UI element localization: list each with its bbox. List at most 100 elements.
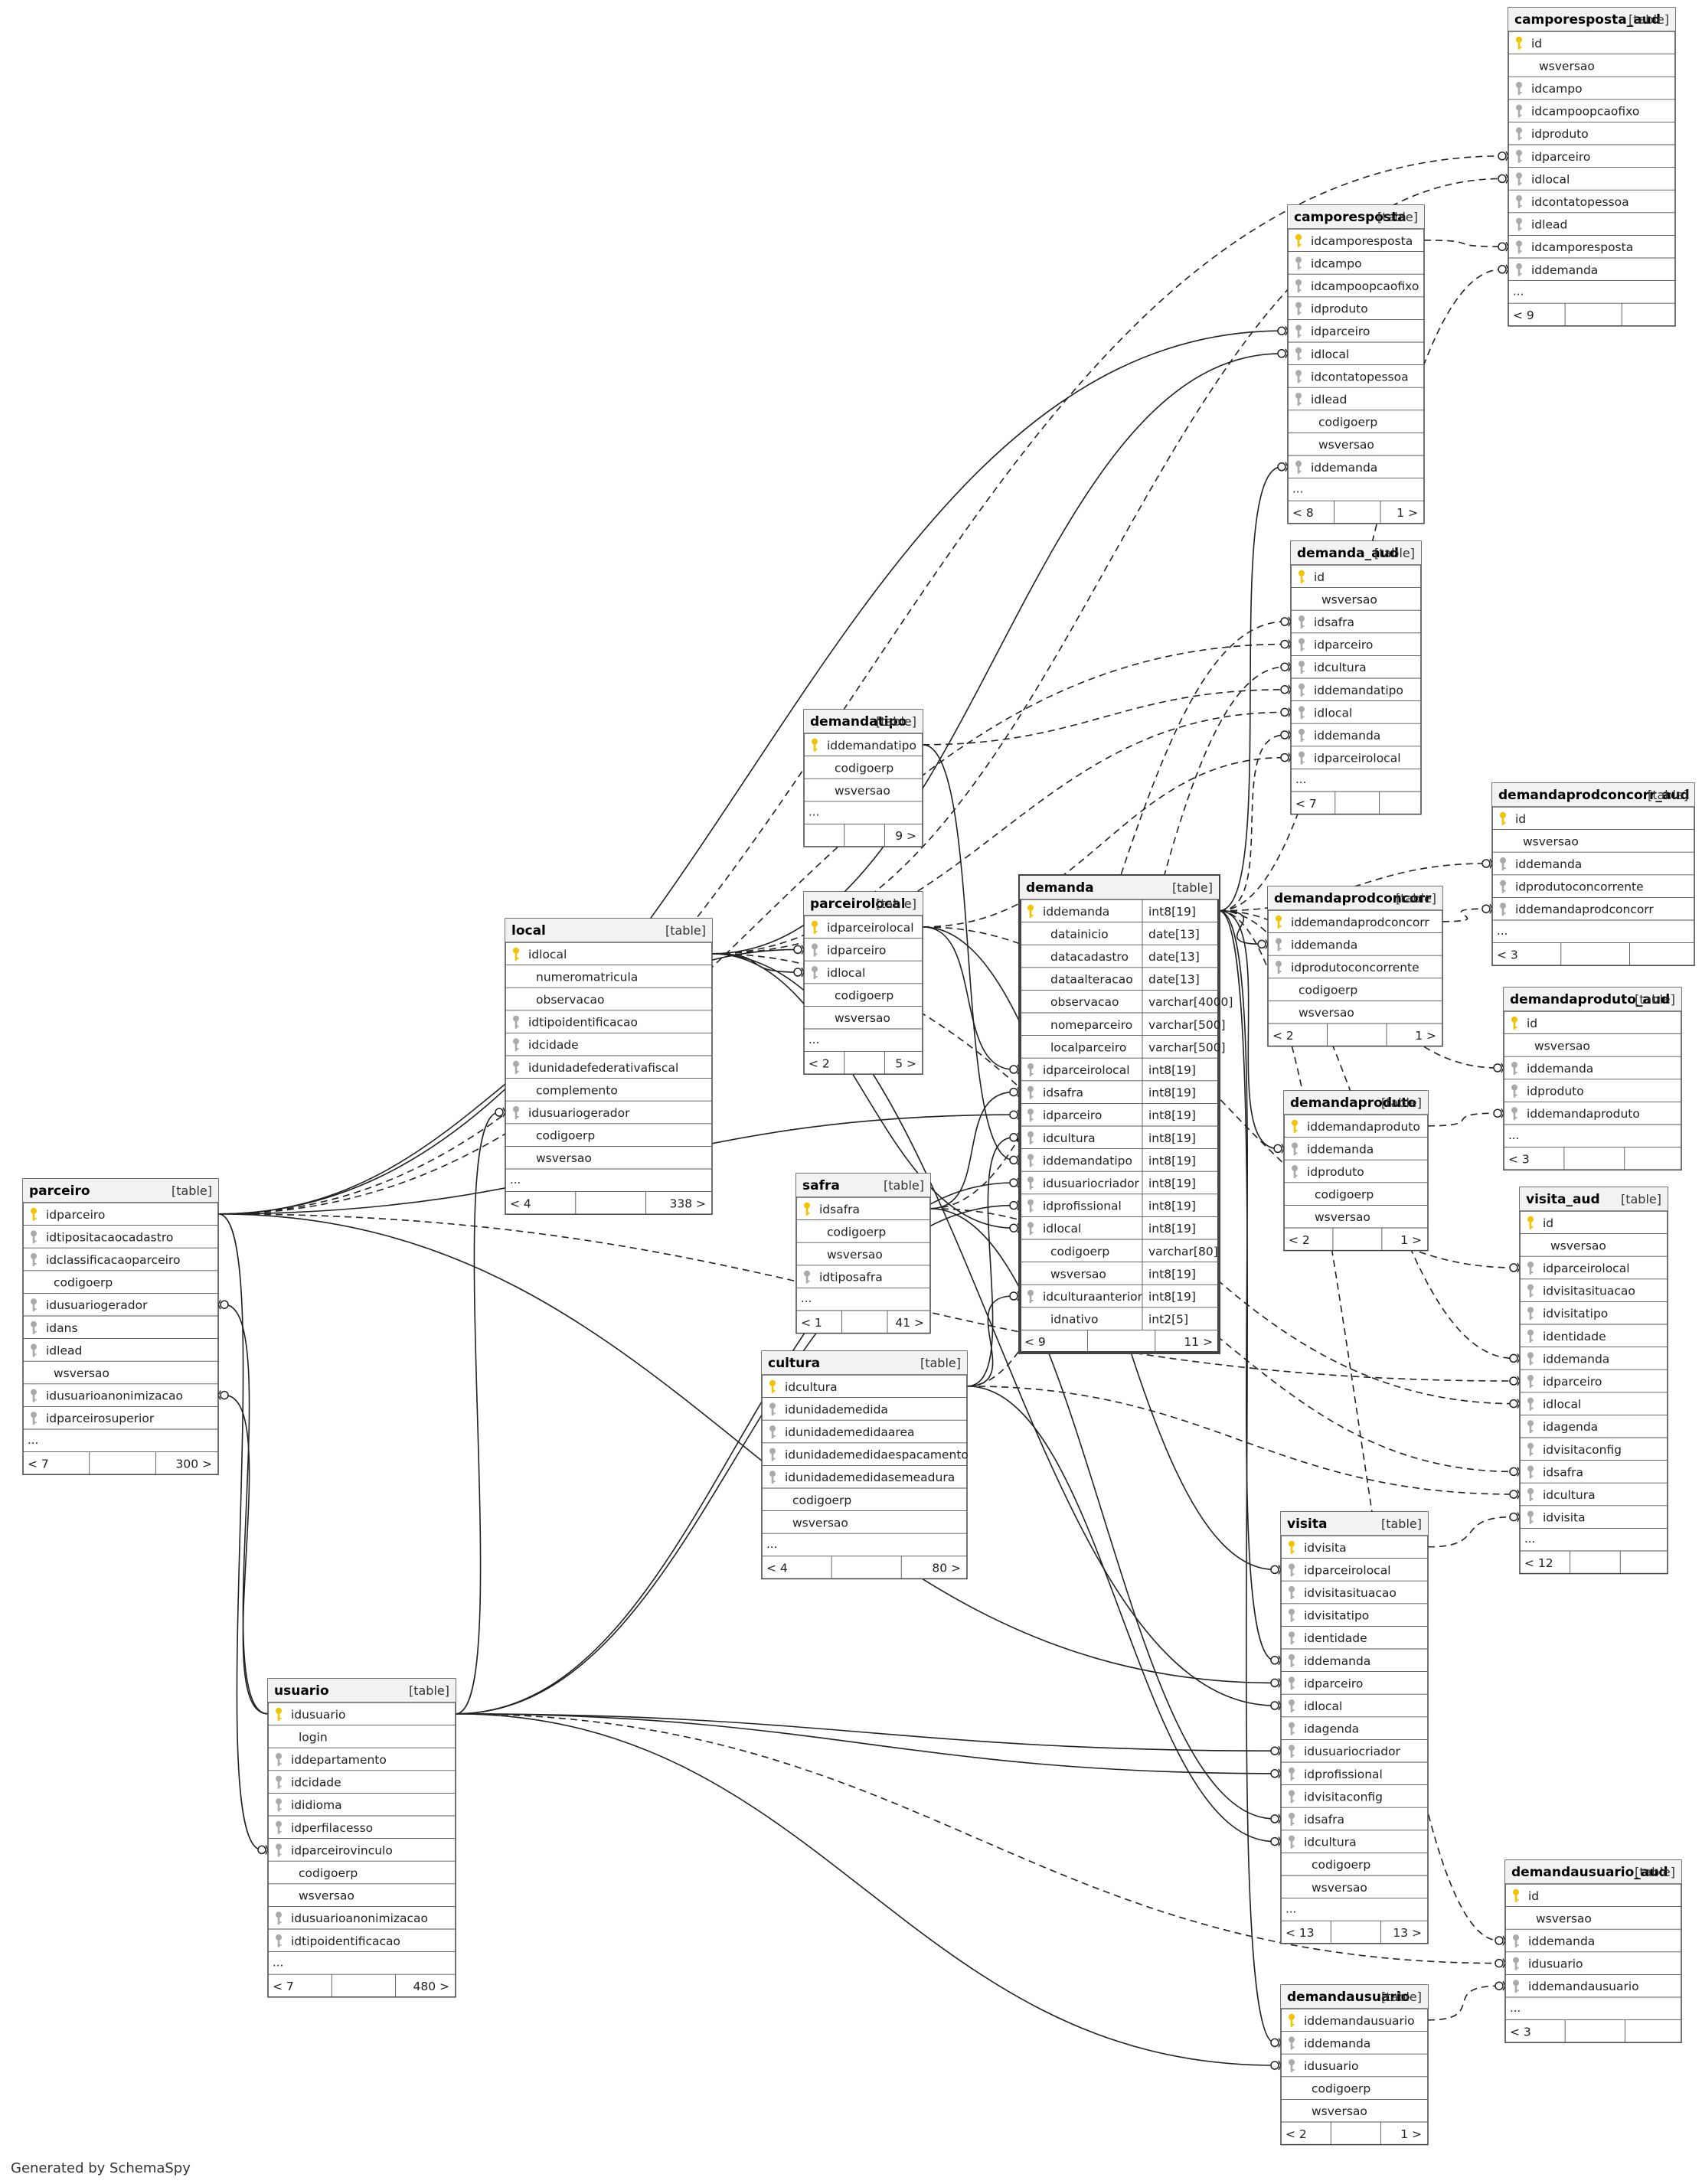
column-row[interactable]: wsversao [1536,1911,1592,1925]
column-row[interactable]: idproduto [1295,302,1368,316]
column-row[interactable]: idlocal [812,966,865,980]
column-row[interactable]: idtipoidentificacao [513,1015,638,1030]
column-row[interactable]: idcidade [513,1038,579,1052]
column-row[interactable]: idlocal [1295,347,1349,361]
column-row[interactable]: idusuario [1289,2059,1359,2073]
column-row[interactable]: idusuarioanonimizacao [31,1389,183,1403]
column-row[interactable]: iddemanda [1500,857,1582,871]
column-row[interactable]: idcultura [1289,1835,1357,1849]
column-row[interactable]: codigoerp [827,1225,886,1239]
column-row[interactable]: idclassificacaoparceiro [31,1253,180,1267]
column-row[interactable]: idagenda [1289,1722,1359,1736]
column-row[interactable]: codigoerp [536,1129,595,1143]
column-row[interactable]: idcontatopessoa [1295,370,1409,384]
column-row[interactable]: idlead [1295,393,1347,406]
column-row[interactable]: idparceirosuperior [31,1412,155,1425]
column-row[interactable]: idproduto [1511,1084,1584,1099]
column-row[interactable]: idparceiro [1299,638,1373,652]
column-row[interactable]: iddemanda [1516,263,1598,277]
table-local[interactable]: local[table]idlocalnumeromatriculaobserv… [505,918,713,1215]
column-row[interactable]: idusuario [1513,1957,1583,1971]
column-row[interactable]: codigoerp [1312,2082,1370,2096]
column-row[interactable]: idparceirolocal [1527,1262,1630,1275]
column-row[interactable]: id [1299,570,1325,584]
column-row[interactable]: codigoerp [299,1866,358,1880]
column-row[interactable]: wsversao [1299,1006,1354,1020]
column-row[interactable]: idunidademedidaarea [769,1425,915,1439]
column-row[interactable]: iddemanda [1289,1654,1370,1668]
column-row[interactable]: idcontatopessoa [1516,195,1629,209]
column-row[interactable]: idusuariogerador [31,1298,148,1312]
column-row[interactable]: idunidademedidaespacamento [769,1448,969,1462]
column-row[interactable]: iddepartamento [276,1753,387,1767]
column-row[interactable]: wsversao [1550,1239,1606,1252]
column-row[interactable]: idunidademedida [769,1402,888,1416]
column-row[interactable]: idusuariocriador [1289,1745,1401,1758]
column-row[interactable]: idprofissional [1289,1767,1383,1781]
table-demandaproduto[interactable]: demandaproduto[table]iddemandaprodutoidd… [1283,1090,1429,1252]
column-row[interactable]: wsversao [1318,438,1374,452]
column-row[interactable]: id [1527,1216,1553,1230]
column-row[interactable]: wsversao [792,1516,848,1529]
column-row[interactable]: idcampo [1516,82,1583,96]
column-row[interactable]: idvisitaconfig [1527,1442,1622,1457]
column-row[interactable]: idcamporesposta [1516,240,1633,254]
column-row[interactable]: codigoerp [792,1494,851,1507]
column-row[interactable]: wsversao [835,1011,890,1025]
column-row[interactable]: idcampoopcaofixo [1516,104,1639,119]
column-row[interactable]: iddemanda [1299,729,1380,743]
column-row[interactable]: wsversao [1312,1881,1367,1895]
column-row[interactable]: idlocal [513,947,567,961]
column-row[interactable]: ididioma [276,1798,342,1812]
column-row[interactable]: iddemanda [1511,1062,1593,1076]
column-row[interactable]: wsversao [1321,593,1377,606]
table-demandausuario-aud[interactable]: demandausuario_aud[table]idwsversaoiddem… [1504,1859,1682,2043]
column-row[interactable]: id [1511,1016,1537,1030]
column-row[interactable]: idparceiro [812,943,886,957]
column-row[interactable]: idsafra [1299,615,1354,629]
column-row[interactable]: iddemandatipo [1299,683,1403,697]
column-row[interactable]: complemento [536,1083,618,1097]
column-row[interactable]: iddemandaprodconcorr [1276,915,1429,929]
column-row[interactable]: codigoerp [1312,1858,1370,1872]
column-row[interactable]: idagenda [1527,1420,1598,1434]
column-row[interactable]: iddemandatipo [812,738,916,752]
column-row[interactable]: idparceiro [1289,1676,1363,1690]
column-row[interactable]: idtipositacaocadastro [31,1230,173,1244]
column-row[interactable]: idunidadefederativafiscal [513,1060,678,1075]
column-row[interactable]: idparceirolocal [812,920,914,935]
column-row[interactable]: idlocal [1516,172,1570,186]
table-safra[interactable]: safra[table]idsafracodigoerpwsversaoidti… [795,1173,931,1334]
column-row[interactable]: idparceiro [1516,149,1590,164]
column-row[interactable]: iddemandaproduto [1511,1107,1640,1121]
column-row[interactable]: wsversao [1539,59,1595,73]
column-row[interactable]: idusuariogerador [513,1106,630,1120]
column-row[interactable]: idlead [1516,217,1567,232]
column-row[interactable]: codigoerp [835,989,893,1003]
table-demanda-aud[interactable]: demanda_aud[table]idwsversaoidsafraidpar… [1290,540,1422,815]
column-row[interactable]: iddemandausuario [1513,1980,1639,1993]
column-row[interactable]: idtipoidentificacao [276,1934,400,1948]
column-row[interactable]: iddemandaproduto [1292,1119,1420,1134]
table-demandaprodconcorr-aud[interactable]: demandaprodconcorr_aud[table]idwsversaoi… [1491,782,1695,966]
column-row[interactable]: codigoerp [835,761,893,775]
column-row[interactable]: idvisita [1527,1510,1586,1525]
column-row[interactable]: idproduto [1516,127,1589,141]
column-row[interactable]: wsversao [1312,2104,1367,2118]
column-row[interactable]: idlocal [1527,1397,1581,1412]
table-usuario[interactable]: usuario[table]idusuariologiniddepartamen… [267,1678,456,1998]
column-row[interactable]: idparceirolocal [1299,751,1401,766]
column-row[interactable]: idvisitasituacao [1527,1284,1635,1298]
column-row[interactable]: idcultura [1299,661,1367,674]
column-row[interactable]: wsversao [827,1248,883,1262]
